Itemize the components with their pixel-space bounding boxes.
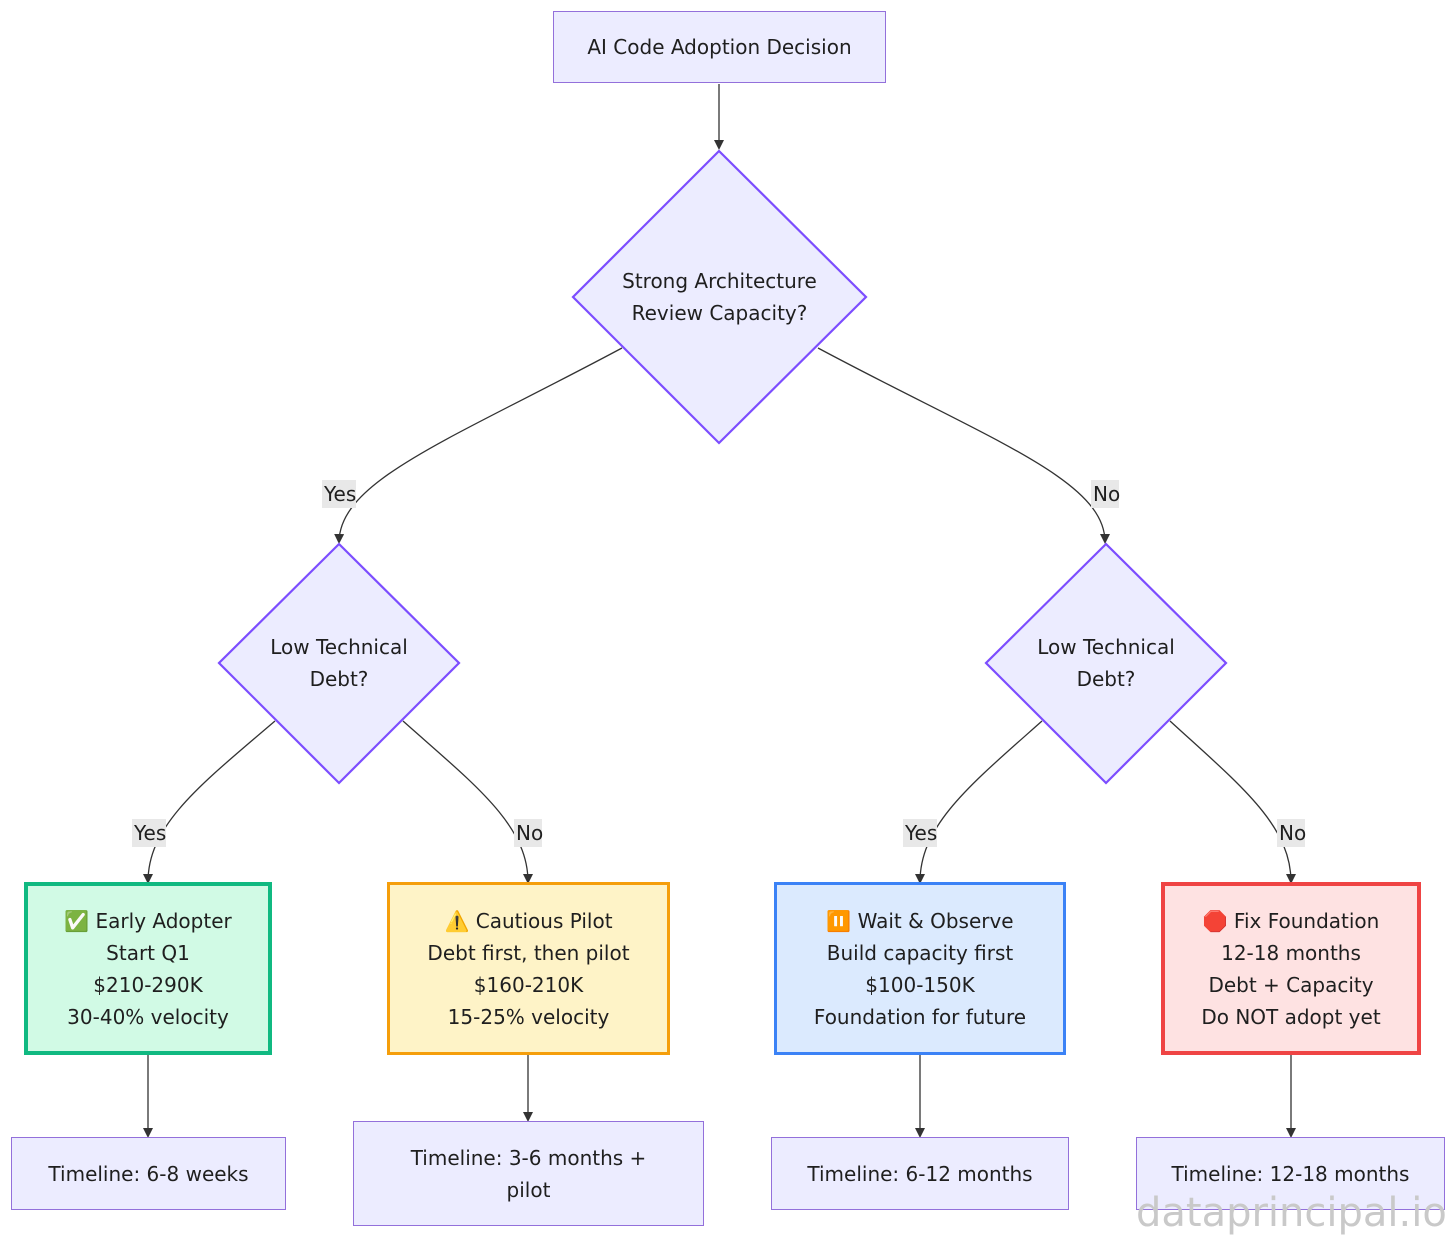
decision-left-line-1: Low Technical (270, 635, 408, 659)
outcome-fix-foundation-line-3: Do NOT adopt yet (1201, 1004, 1381, 1029)
timeline-cautious-pilot-line-1: Timeline: 3-6 months + (410, 1145, 647, 1170)
edge-left-yes (143, 720, 276, 884)
root-node: AI Code Adoption Decision (553, 11, 886, 83)
timeline-wait-observe-line-1: Timeline: 6-12 months (807, 1161, 1033, 1186)
timeline-fix-foundation: Timeline: 12-18 months (1136, 1137, 1445, 1210)
edge-main-no (817, 347, 1110, 544)
timeline-fix-foundation-line-1: Timeline: 12-18 months (1171, 1161, 1410, 1186)
timeline-cautious-pilot: Timeline: 3-6 months + pilot (353, 1121, 704, 1226)
edge-label-main-no: No (1091, 480, 1121, 508)
decision-right-shape (984, 542, 1228, 785)
pause-icon: ⏸️ (826, 908, 852, 933)
decision-right-line-1: Low Technical (1037, 635, 1175, 659)
outcome-cautious-pilot-line-3: 15-25% velocity (447, 1004, 610, 1029)
outcome-wait-observe-title: Wait & Observe (857, 908, 1014, 933)
edge-left-no (402, 720, 533, 884)
outcome-early-adopter-title-row: ✅ Early Adopter (64, 905, 231, 937)
timeline-cautious-pilot-line-2: pilot (506, 1177, 551, 1202)
outcome-wait-observe-line-1: Build capacity first (826, 940, 1014, 965)
outcome-cautious-pilot-title-row: ⚠️ Cautious Pilot (444, 905, 612, 937)
decision-left-shape (217, 542, 461, 785)
timeline-early-adopter: Timeline: 6-8 weeks (11, 1137, 286, 1210)
outcome-cautious-pilot: ⚠️ Cautious Pilot Debt first, then pilot… (387, 882, 670, 1055)
edge-main-yes (334, 347, 623, 544)
decision-main-line-1: Strong Architecture (622, 269, 817, 293)
outcome-early-adopter-line-3: 30-40% velocity (67, 1004, 229, 1029)
check-icon: ✅ (64, 908, 90, 933)
outcome-wait-observe-line-2: $100-150K (865, 972, 975, 997)
decision-main-shape (571, 149, 868, 445)
edge-label-left-yes: Yes (132, 819, 167, 847)
outcome-cautious-pilot-line-2: $160-210K (473, 972, 584, 997)
watermark: dataprincipal.io (1136, 1190, 1447, 1236)
edge-label-right-yes: Yes (903, 819, 938, 847)
outcome-cautious-pilot-line-1: Debt first, then pilot (427, 940, 630, 965)
decision-left-line-2: Debt? (309, 667, 369, 691)
decision-right-line-2: Debt? (1076, 667, 1136, 691)
root-node-label: AI Code Adoption Decision (587, 35, 852, 59)
decision-right-text: Low Technical Debt? (986, 623, 1226, 703)
edge-label-main-yes: Yes (322, 480, 357, 508)
outcome-fix-foundation-title-row: 🛑 Fix Foundation (1203, 905, 1380, 937)
outcome-early-adopter-title: Early Adopter (95, 908, 232, 933)
stop-sign-icon: 🛑 (1202, 908, 1228, 933)
outcome-fix-foundation-line-2: Debt + Capacity (1208, 972, 1374, 997)
timeline-early-adopter-line-1: Timeline: 6-8 weeks (48, 1161, 249, 1186)
decision-left-text: Low Technical Debt? (219, 623, 459, 703)
decision-main-line-2: Review Capacity? (631, 301, 808, 325)
outcome-wait-observe-title-row: ⏸️ Wait & Observe (826, 905, 1013, 937)
outcome-early-adopter-line-1: Start Q1 (106, 940, 190, 965)
edge-label-left-no: No (514, 819, 544, 847)
warning-icon: ⚠️ (444, 908, 470, 933)
outcome-early-adopter: ✅ Early Adopter Start Q1 $210-290K 30-40… (24, 882, 272, 1055)
edge-right-yes (915, 720, 1043, 884)
edge-label-right-no: No (1277, 819, 1307, 847)
edge-right-no (1169, 720, 1296, 884)
outcome-wait-observe: ⏸️ Wait & Observe Build capacity first $… (774, 882, 1066, 1055)
outcome-cautious-pilot-title: Cautious Pilot (475, 908, 613, 933)
decision-main-text: Strong Architecture Review Capacity? (573, 257, 866, 337)
outcome-fix-foundation: 🛑 Fix Foundation 12-18 months Debt + Cap… (1161, 882, 1421, 1055)
outcome-fix-foundation-title: Fix Foundation (1233, 908, 1380, 933)
outcome-fix-foundation-line-1: 12-18 months (1221, 940, 1361, 965)
timeline-wait-observe: Timeline: 6-12 months (771, 1137, 1069, 1210)
outcome-early-adopter-line-2: $210-290K (93, 972, 203, 997)
outcome-wait-observe-line-3: Foundation for future (813, 1004, 1027, 1029)
